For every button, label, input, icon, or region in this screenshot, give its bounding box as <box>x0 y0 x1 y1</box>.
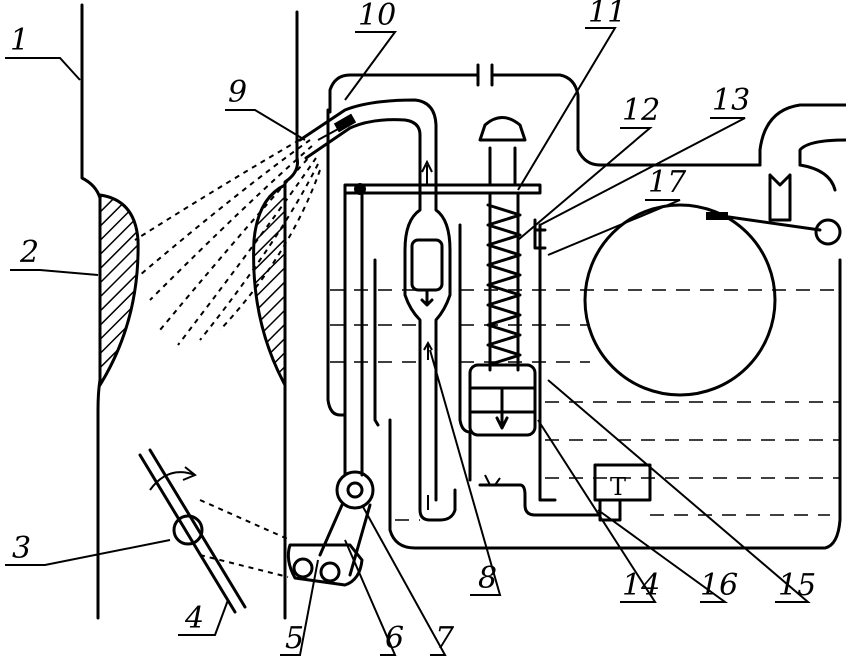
label-8: 8 <box>478 561 497 596</box>
jet-symbol: T <box>610 473 626 501</box>
balance-passage <box>328 63 846 222</box>
discharge-check-valve <box>403 159 452 522</box>
pump-spring <box>486 193 522 372</box>
label-3: 3 <box>12 531 31 566</box>
pump-piston <box>468 363 537 437</box>
label-12: 12 <box>622 93 660 128</box>
label-15: 15 <box>778 568 816 603</box>
float-lever <box>713 213 822 232</box>
pump-rod <box>478 116 527 187</box>
float-pivot <box>814 218 842 246</box>
nozzle-tube <box>298 98 438 177</box>
mixing-chamber-wall-left <box>80 3 102 620</box>
float <box>583 203 777 397</box>
mixing-chamber-wall-right <box>283 10 299 620</box>
label-1: 1 <box>10 23 29 58</box>
label-7: 7 <box>435 621 455 656</box>
pump-lever <box>318 190 375 577</box>
float-chamber-body <box>326 108 842 550</box>
throttle-valve <box>138 448 291 614</box>
label-10: 10 <box>358 0 396 33</box>
label-5: 5 <box>285 621 304 656</box>
pump-bottom-chamber <box>438 430 602 522</box>
fuel-spray <box>134 134 321 346</box>
label-6: 6 <box>385 621 404 656</box>
label-4: 4 <box>184 601 204 636</box>
label-14: 14 <box>622 568 660 603</box>
label-13: 13 <box>712 83 750 118</box>
label-11: 11 <box>588 0 626 30</box>
label-16: 16 <box>700 568 738 603</box>
label-17: 17 <box>648 165 687 200</box>
fuel-level <box>330 289 840 521</box>
label-2: 2 <box>19 235 39 270</box>
label-9: 9 <box>228 75 247 110</box>
pump-plate <box>343 183 542 195</box>
throttle-link-arm <box>286 543 364 587</box>
leader-lines <box>5 27 811 656</box>
main-jet: T <box>593 463 652 522</box>
diffuser-left <box>98 193 140 391</box>
